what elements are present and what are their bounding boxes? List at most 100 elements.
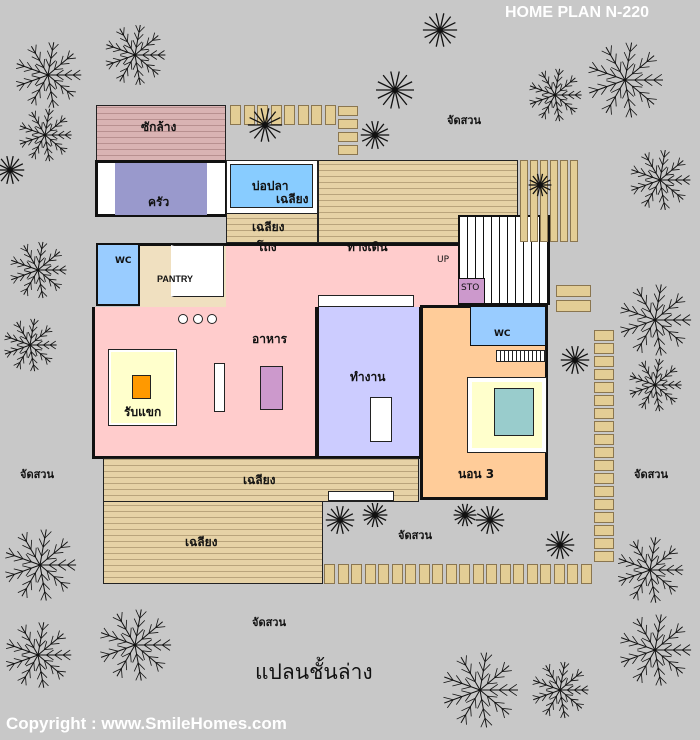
tree-icon (620, 284, 692, 356)
stepping-stone (432, 564, 443, 584)
tree-icon (362, 502, 388, 528)
shelf (318, 295, 414, 307)
tree-icon (588, 42, 663, 118)
stepping-stone (338, 106, 358, 116)
pond-label-2: เฉลียง (276, 192, 309, 206)
stepping-stone (567, 564, 578, 584)
tree-icon (5, 529, 77, 601)
stepping-stone (486, 564, 497, 584)
storage-label: STO (461, 283, 480, 293)
stepping-stone (594, 382, 614, 393)
copyright-text: Copyright : www.SmileHomes.com (6, 714, 287, 733)
tree-icon (422, 13, 458, 47)
stepping-stone (378, 564, 389, 584)
stepping-stone (540, 160, 548, 242)
stepping-stone (540, 564, 551, 584)
tree-icon (360, 120, 390, 150)
stepping-stone (530, 160, 538, 242)
stepping-stone (338, 132, 358, 142)
kitchen-label: ครัว (148, 195, 170, 209)
tree-icon (5, 622, 72, 688)
stepping-stone (459, 564, 470, 584)
wc-left (96, 243, 140, 306)
stepping-stone (560, 160, 568, 242)
tree-icon (617, 537, 684, 603)
kitchen-floor (115, 163, 207, 215)
lower-deck (103, 501, 323, 584)
bed-blanket (494, 388, 534, 436)
stepping-stone (324, 564, 335, 584)
tree-icon (10, 241, 67, 299)
tree-icon (443, 652, 518, 728)
pantry-counter (171, 245, 224, 297)
small-terrace-label: เฉลียง (252, 220, 285, 234)
garden-label: จัดสวน (252, 616, 286, 629)
tree-icon (325, 505, 355, 535)
tree-icon (532, 661, 589, 719)
stepping-stone (338, 145, 358, 155)
stepping-stone (351, 564, 362, 584)
garden-label: จัดสวน (634, 468, 668, 481)
stepping-stone (594, 343, 614, 354)
stepping-stone (337, 564, 349, 584)
deck-label: เฉลียง (185, 535, 218, 549)
living-label: รับแขก (124, 405, 162, 419)
stepping-stone (580, 564, 592, 584)
tree-icon (560, 345, 590, 375)
floor-plan-title: แปลนชั้นล่าง (255, 660, 373, 684)
stepping-stone (445, 564, 457, 584)
tree-icon (105, 24, 166, 86)
tree-icon (0, 155, 25, 185)
garden-label: จัดสวน (20, 468, 54, 481)
stepping-stone (594, 499, 614, 510)
desk (370, 397, 392, 442)
stepping-stone (594, 473, 614, 484)
stepping-stone (472, 564, 484, 584)
wardrobe (496, 350, 546, 362)
walkway-label: ทางเดิน (347, 240, 388, 254)
stepping-stone (570, 160, 578, 242)
tree-icon (4, 318, 57, 372)
hall-label: โถง (257, 240, 277, 254)
tree-icon (376, 71, 414, 109)
garden-label: จัดสวน (398, 529, 432, 542)
tree-icon (100, 609, 172, 681)
plan-title-header: HOME PLAN N-220 (505, 4, 650, 21)
stepping-stone (418, 564, 430, 584)
stepping-stone (405, 564, 416, 584)
stepping-stone (594, 330, 614, 341)
tree-icon (529, 68, 582, 122)
stepping-stone (594, 434, 614, 445)
stepping-stone (324, 105, 336, 125)
laundry-label: ซักล้าง (141, 120, 177, 134)
storage (458, 278, 485, 304)
stepping-stone (594, 460, 614, 471)
stepping-stone (526, 564, 538, 584)
stepping-stone (594, 447, 614, 458)
stepping-stone (520, 160, 528, 242)
stepping-stone (338, 119, 358, 129)
work-label: ทำงาน (350, 370, 386, 384)
bar-stool (178, 314, 188, 324)
wc-left-label: WC (115, 256, 132, 266)
stepping-stone (594, 408, 614, 419)
stepping-stone (284, 105, 295, 125)
pond-water (230, 164, 313, 208)
stepping-stone (594, 421, 614, 432)
tree-icon (620, 614, 692, 686)
stepping-stone (594, 486, 614, 497)
stepping-stone (594, 356, 614, 367)
tree-icon (15, 42, 82, 108)
dining-table (260, 366, 283, 410)
stepping-stone (594, 538, 614, 549)
stepping-stone (230, 105, 241, 125)
tree-icon (247, 108, 283, 142)
tree-icon (528, 173, 552, 197)
tree-icon (629, 358, 682, 412)
small-terrace (226, 213, 318, 243)
wc-right (470, 306, 546, 346)
stepping-stone (594, 525, 614, 536)
bedroom-label: นอน 3 (458, 467, 495, 481)
stepping-stone (594, 512, 614, 523)
stepping-stone (594, 551, 614, 562)
